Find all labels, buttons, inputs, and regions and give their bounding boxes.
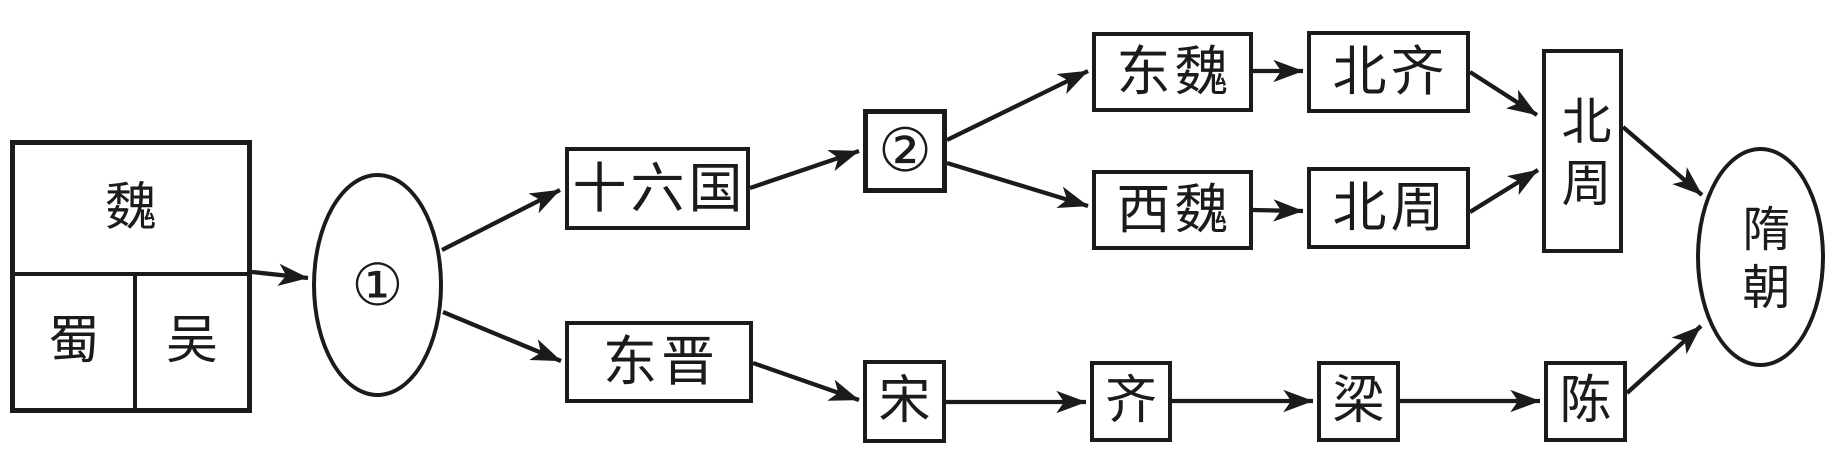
chen-box: 陈 bbox=[1544, 361, 1627, 442]
northern-zhou-unified-box: 北周 bbox=[1542, 49, 1623, 253]
northern-qi-box: 北齐 bbox=[1307, 31, 1470, 113]
three-kingdoms-box: 魏 蜀 吴 bbox=[10, 140, 252, 413]
northern-zhou-label: 北周 bbox=[1332, 178, 1449, 238]
northern-zhou-box: 北周 bbox=[1307, 167, 1470, 249]
chen-label: 陈 bbox=[1559, 372, 1612, 430]
western-wei-label: 西魏 bbox=[1116, 180, 1233, 240]
sixteen-kingdoms-box: 十六国 bbox=[565, 147, 750, 230]
stage1-ellipse: ① bbox=[312, 173, 443, 397]
eastern-wei-box: 东魏 bbox=[1092, 32, 1253, 112]
arrow-chen-to-sui bbox=[1625, 324, 1703, 395]
eastern-wei-label: 东魏 bbox=[1116, 42, 1233, 102]
northern-zhou-unified-label: 北周 bbox=[1554, 95, 1611, 219]
wu-cell: 吴 bbox=[137, 276, 247, 408]
eastern-jin-box: 东晋 bbox=[565, 321, 753, 403]
arrow-three-kingdoms-to-stage1 bbox=[251, 263, 309, 286]
arrow-western-wei-to-northern-zhou bbox=[1252, 199, 1304, 222]
wu-label: 吴 bbox=[165, 313, 218, 370]
song-box: 宋 bbox=[863, 360, 946, 443]
arrow-northern-zhou-unified-to-sui bbox=[1621, 125, 1704, 197]
qi-box: 齐 bbox=[1090, 361, 1172, 442]
wei-cell: 魏 bbox=[15, 145, 247, 276]
eastern-jin-label: 东晋 bbox=[603, 332, 719, 392]
stage2-label: ② bbox=[878, 116, 932, 186]
arrow-sixteen-kingdoms-to-stage2 bbox=[749, 148, 860, 191]
sui-dynasty-label: 隋朝 bbox=[1734, 204, 1788, 320]
arrow-northern-qi-to-northern-zhou-unified bbox=[1468, 70, 1539, 117]
sixteen-kingdoms-label: 十六国 bbox=[572, 158, 747, 219]
wei-label: 魏 bbox=[104, 179, 157, 237]
qi-label: 齐 bbox=[1104, 372, 1157, 430]
stage2-box: ② bbox=[863, 109, 947, 193]
western-wei-box: 西魏 bbox=[1092, 170, 1253, 250]
stage1-label: ① bbox=[351, 251, 404, 319]
arrow-northern-zhou-to-northern-zhou-unified bbox=[1468, 168, 1540, 214]
sui-dynasty-ellipse: 隋朝 bbox=[1696, 147, 1825, 367]
song-label: 宋 bbox=[878, 372, 931, 430]
northern-qi-label: 北齐 bbox=[1332, 42, 1449, 102]
liang-label: 梁 bbox=[1332, 372, 1385, 430]
arrow-stage1-to-eastern-jin bbox=[442, 310, 562, 363]
liang-box: 梁 bbox=[1317, 361, 1400, 442]
shu-cell: 蜀 bbox=[15, 276, 137, 408]
arrow-stage2-to-western-wei bbox=[946, 160, 1089, 209]
arrow-stage1-to-sixteen-kingdoms bbox=[441, 188, 561, 252]
arrow-eastern-jin-to-song bbox=[752, 360, 860, 403]
shu-label: 蜀 bbox=[47, 313, 100, 370]
arrow-stage2-to-eastern-wei bbox=[946, 69, 1089, 142]
